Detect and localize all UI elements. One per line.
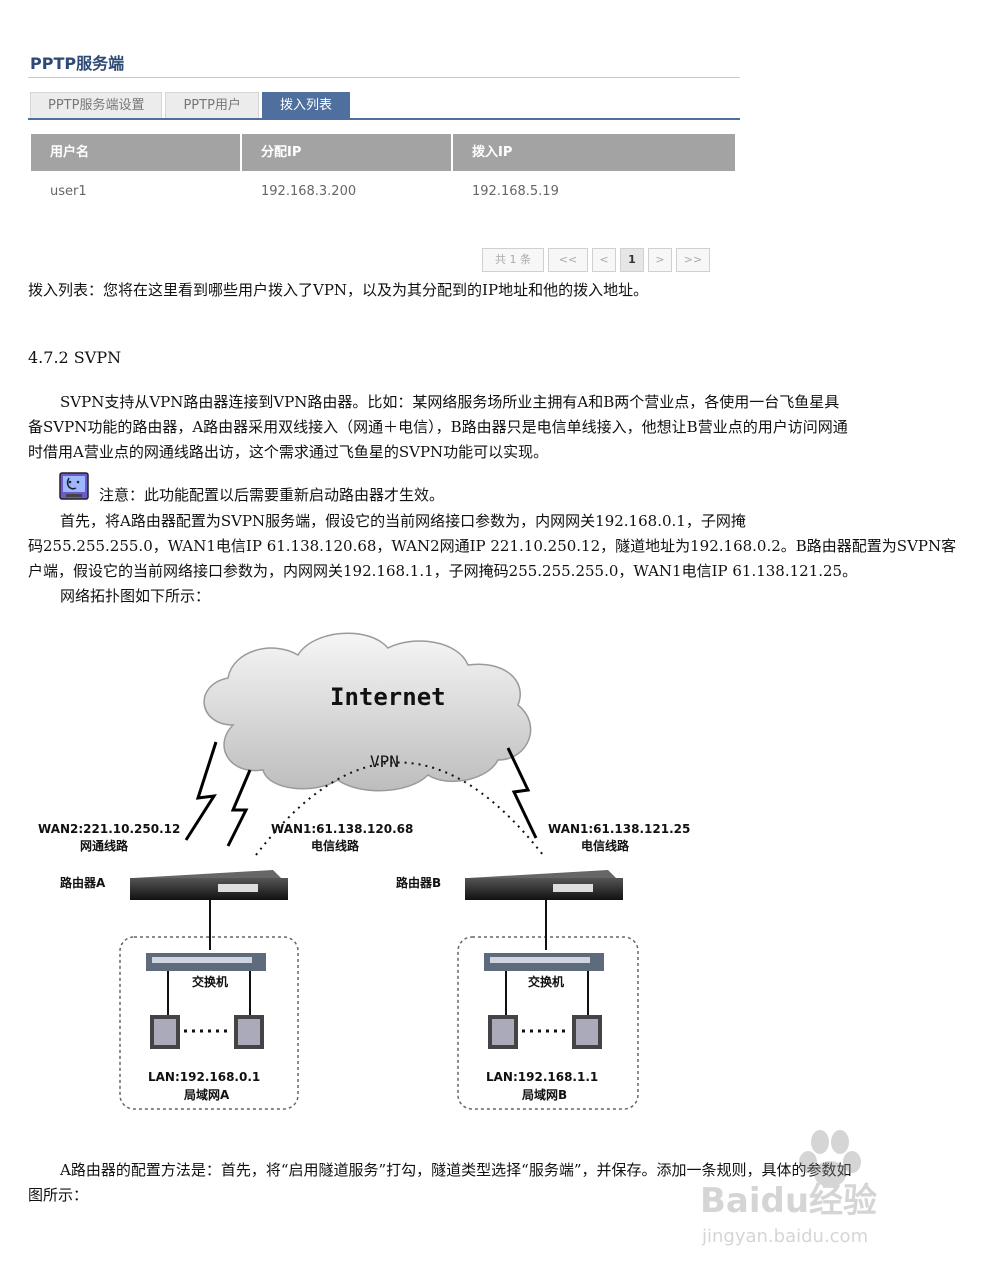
wan1-a-line-label: 电信线路: [311, 838, 360, 853]
internet-cloud: [203, 632, 532, 792]
pager-last-button[interactable]: >>: [676, 248, 710, 272]
wan1-a-label: WAN1:61.138.120.68: [271, 822, 413, 836]
wan2-a-line-label: 网通线路: [80, 838, 129, 853]
switch-b-label: 交换机: [528, 974, 564, 989]
para2-line1: 首先，将A路由器配置为SVPN服务端，假设它的当前网络接口参数为，内网网关192…: [60, 512, 746, 530]
para4-line2: 图所示：: [28, 1186, 89, 1204]
wan1-b-label: WAN1:61.138.121.25: [548, 822, 690, 836]
tab-dial-in-list[interactable]: 拨入列表: [261, 92, 350, 118]
para1-line1: SVPN支持从VPN路由器连接到VPN路由器。比如：某网络服务场所业主拥有A和B…: [60, 393, 840, 411]
tab-pptp-server-settings[interactable]: PPTP服务端设置: [30, 92, 163, 118]
lightning-wan1-b-icon: [506, 747, 538, 839]
section-heading: 4.7.2 SVPN: [28, 348, 122, 367]
router-a-icon: [130, 870, 288, 900]
para4-line1: A路由器的配置方法是：首先，将“启用隧道服务”打勾，隧道类型选择“服务端”，并保…: [60, 1161, 852, 1179]
baidu-jingyan-watermark: Baidu经验 jingyan.baidu.com: [700, 1130, 877, 1247]
cell-username: user1: [50, 184, 87, 199]
lan-b-boundary: [457, 936, 639, 1110]
cell-dial-in-ip: 192.168.5.19: [472, 184, 559, 199]
pptp-screenshot: PPTP服务端 PPTP服务端设置 PPTP用户 拨入列表 用户名 分配IP 拨…: [28, 48, 740, 276]
column-header-dial-in-ip: 拨入IP: [453, 134, 735, 171]
router-a-label: 路由器A: [60, 875, 106, 890]
pager-total: 共 1 条: [482, 248, 544, 272]
wan1-b-line-label: 电信线路: [581, 838, 630, 853]
column-header-username: 用户名: [31, 134, 240, 171]
para1-line3: 时借用A营业点的网通线路出访，这个需求通过飞鱼星的SVPN功能可以实现。: [28, 443, 549, 461]
title-divider: [28, 77, 740, 78]
lightning-wan1-a-icon: [226, 769, 252, 847]
switch-a-label: 交换机: [192, 974, 228, 989]
lan-a-address: LAN:192.168.0.1: [148, 1070, 260, 1084]
network-topology-diagram: Internet VPN WAN2:221.10.250.12 网通线路 WAN…: [38, 632, 690, 1110]
pager-first-button[interactable]: <<: [548, 248, 588, 272]
tab-pptp-users[interactable]: PPTP用户: [165, 92, 259, 118]
internet-label: Internet: [330, 683, 446, 711]
pager-prev-button[interactable]: <: [592, 248, 616, 272]
para2-line3: 户端，假设它的当前网络接口参数为，内网网关192.168.1.1，子网掩码255…: [28, 562, 858, 580]
para2-line2: 码255.255.255.0，WAN1电信IP 61.138.120.68，WA…: [28, 537, 957, 555]
pc-b2-icon: [572, 1015, 602, 1049]
paw-logo-icon: [799, 1130, 861, 1187]
pc-b1-icon: [488, 1015, 518, 1049]
wan2-a-label: WAN2:221.10.250.12: [38, 822, 180, 836]
tabs-divider: [28, 118, 740, 120]
lan-a-name: 局域网A: [184, 1087, 230, 1102]
watermark-logo-text: Baidu经验: [700, 1181, 877, 1221]
dial-in-caption: 拨入列表：您将在这里看到哪些用户拨入了VPN，以及为其分配到的IP地址和他的拨入…: [28, 281, 649, 299]
pc-a1-icon: [150, 1015, 180, 1049]
column-header-assigned-ip: 分配IP: [242, 134, 451, 171]
vpn-tunnel-arc: [255, 761, 544, 856]
table-header: 用户名 分配IP 拨入IP: [31, 134, 737, 171]
table-row: user1 192.168.3.200 192.168.5.19: [31, 181, 737, 203]
watermark-url: jingyan.baidu.com: [701, 1226, 868, 1247]
pptp-title: PPTP服务端: [30, 54, 125, 73]
switch-a-icon: [146, 953, 266, 971]
lan-b-address: LAN:192.168.1.1: [486, 1070, 598, 1084]
router-b-icon: [465, 870, 623, 900]
vpn-label: VPN: [370, 752, 399, 771]
note-icon: [59, 472, 89, 500]
pc-a2-icon: [234, 1015, 264, 1049]
pptp-tabs: PPTP服务端设置 PPTP用户 拨入列表: [30, 92, 353, 118]
switch-b-icon: [484, 953, 604, 971]
topology-intro: 网络拓扑图如下所示：: [60, 587, 211, 605]
lightning-wan2-a-icon: [184, 741, 218, 841]
router-b-label: 路由器B: [396, 875, 441, 890]
pagination: 共 1 条 << < 1 > >>: [482, 248, 714, 272]
pager-current-page[interactable]: 1: [620, 248, 644, 272]
pager-next-button[interactable]: >: [648, 248, 672, 272]
note-text: 注意：此功能配置以后需要重新启动路由器才生效。: [99, 486, 445, 504]
para1-line2: 备SVPN功能的路由器，A路由器采用双线接入（网通＋电信），B路由器只是电信单线…: [28, 418, 848, 436]
cell-assigned-ip: 192.168.3.200: [261, 184, 357, 199]
lan-b-name: 局域网B: [522, 1087, 567, 1102]
